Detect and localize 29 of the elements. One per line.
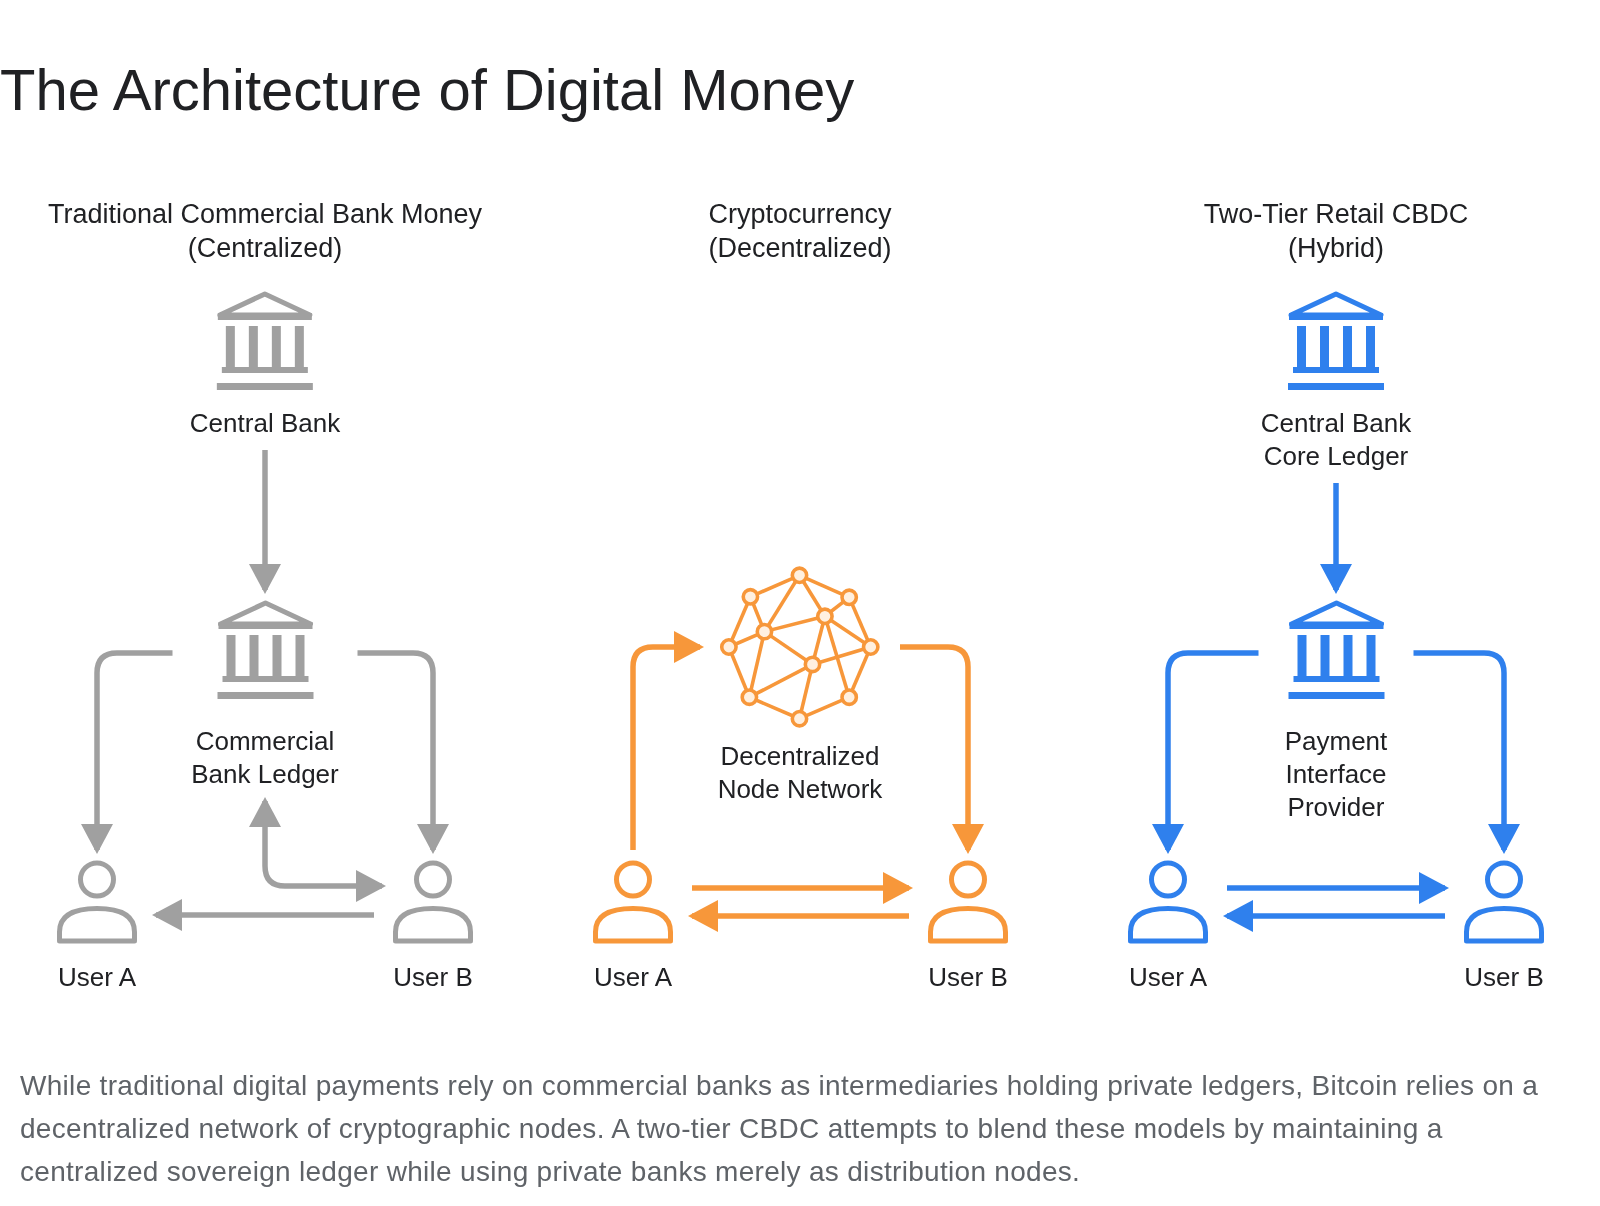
node-label: User A <box>1129 961 1207 994</box>
node-label: Central Bank Core Ledger <box>1259 407 1413 473</box>
column-heading: Cryptocurrency (Decentralized) <box>707 198 893 265</box>
arrow <box>1152 650 1259 854</box>
node-label: User B <box>393 961 473 994</box>
arrow <box>152 899 374 931</box>
caption-text: While traditional digital payments rely on commercial banks as intermediaries holding private ledgers, Bitcoin relies on a decentralized network of cryptographic nodes. A two-tier CBDC attempts to blend these models by maintaining a centralized sovereign ledger while using private banks merely as distribution nodes. <box>20 1069 1540 1189</box>
node-label: User B <box>1464 961 1544 994</box>
node-label: Payment Interface Provider <box>1283 725 1389 824</box>
arrow <box>688 900 909 932</box>
column-heading: Two-Tier Retail CBDC (Hybrid) <box>1202 198 1470 265</box>
arrow <box>1320 483 1352 594</box>
arrow <box>357 650 449 854</box>
arrow <box>630 631 704 850</box>
arrow <box>900 644 984 854</box>
arrow <box>81 650 173 854</box>
arrow <box>1413 650 1520 854</box>
column-heading: Traditional Commercial Bank Money (Centralized) <box>46 198 484 265</box>
arrow <box>692 872 913 904</box>
node-label: Decentralized Node Network <box>716 740 884 806</box>
node-label: User A <box>58 961 136 994</box>
arrow <box>249 450 281 594</box>
node-label: User A <box>594 961 672 994</box>
arrow <box>1227 872 1449 904</box>
node-label: User B <box>928 961 1008 994</box>
arrow <box>1223 900 1445 932</box>
double-arrow <box>249 797 386 902</box>
node-label: Central Bank <box>189 407 341 440</box>
node-label: Commercial Bank Ledger <box>190 725 340 791</box>
